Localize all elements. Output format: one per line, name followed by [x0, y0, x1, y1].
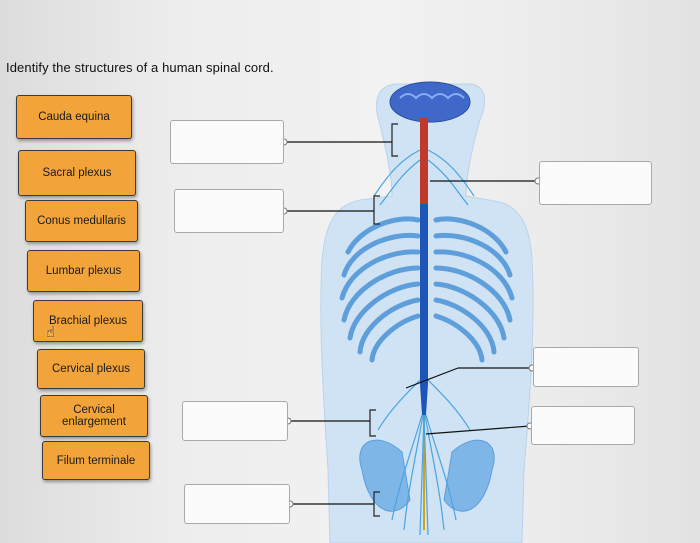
brain — [389, 81, 471, 123]
term-cauda-equina[interactable]: Cauda equina — [16, 95, 132, 139]
term-label: Cauda equina — [38, 111, 110, 123]
hand-pointer-icon: ☝ — [46, 324, 56, 341]
term-lumbar-plexus[interactable]: Lumbar plexus — [27, 250, 140, 292]
rib-cage — [339, 216, 515, 363]
term-sacral-plexus[interactable]: Sacral plexus — [18, 150, 136, 196]
term-label: Conus medullaris — [37, 215, 126, 227]
drop-zone-5[interactable] — [531, 406, 635, 445]
spinal-cord-thoracic — [420, 204, 428, 384]
term-label: Brachial plexus — [49, 315, 127, 327]
term-label: Cervical plexus — [52, 363, 130, 375]
pelvis-right — [443, 439, 495, 512]
question-instruction: Identify the structures of a human spina… — [6, 60, 274, 75]
term-conus-medullaris[interactable]: Conus medullaris — [25, 200, 138, 242]
brain-gyri — [399, 93, 465, 100]
drop-zone-4[interactable] — [533, 347, 639, 387]
term-label: Sacral plexus — [42, 167, 112, 179]
conus-medullaris-region — [420, 384, 428, 415]
leader-lines — [284, 141, 538, 505]
drop-zone-3[interactable] — [539, 161, 652, 205]
term-cervical-enlargement[interactable]: Cervical enlargement — [40, 395, 148, 437]
spinal-cord-cervical — [420, 118, 428, 204]
term-brachial-plexus[interactable]: Brachial plexus — [33, 300, 143, 342]
drop-zone-6[interactable] — [182, 401, 288, 441]
term-filum-terminale[interactable]: Filum terminale — [42, 441, 150, 480]
term-cervical-plexus[interactable]: Cervical plexus — [37, 349, 145, 389]
term-label: Cervical enlargement — [62, 404, 126, 428]
drop-zone-7[interactable] — [184, 484, 290, 524]
cauda-equina-nerves — [391, 414, 457, 536]
drop-zone-2[interactable] — [174, 189, 284, 233]
drop-zone-1[interactable] — [170, 120, 284, 164]
term-label: Lumbar plexus — [45, 265, 122, 277]
term-label: Filum terminale — [56, 454, 136, 467]
